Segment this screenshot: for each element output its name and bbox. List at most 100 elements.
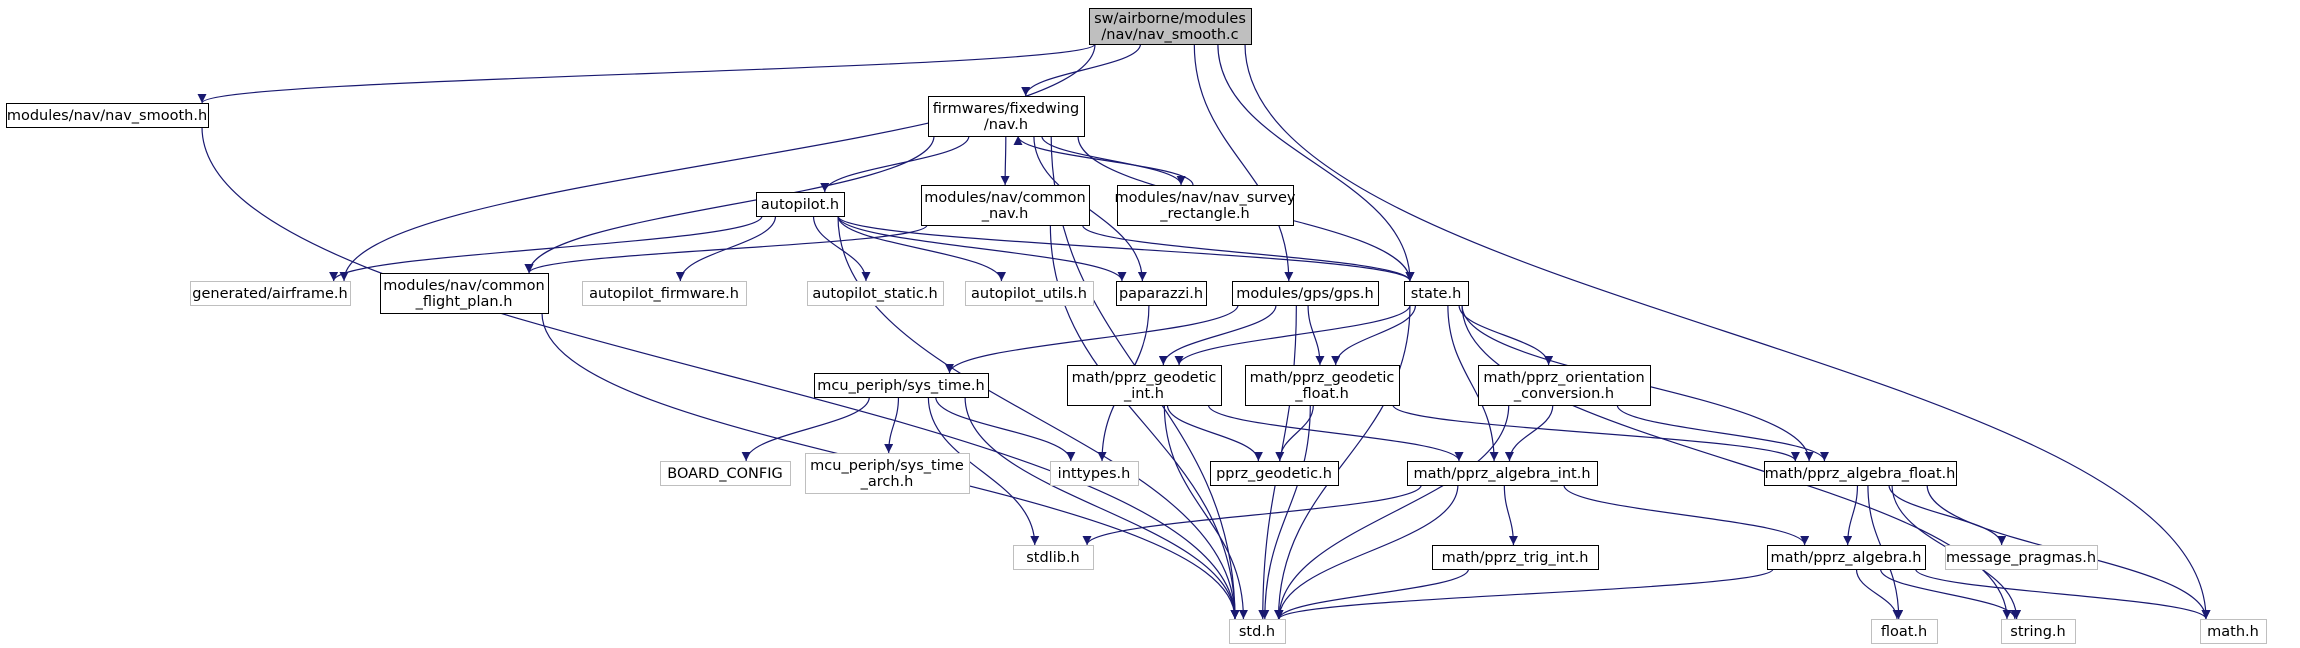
edge-gps-to-sys_time [945,304,1239,374]
edge-nav_smooth_h-to-std [201,126,1240,620]
edge-fixedwing_nav-to-autopilot_h [820,135,970,193]
node-trig-int[interactable]: math/pprz_trig_int.h [1432,545,1599,570]
node-layer: sw/airborne/modules/nav/nav_smooth.cmodu… [6,8,2267,644]
node-box [1478,365,1651,406]
node-label: string.h [2010,624,2065,640]
node-label: firmwares/fixedwing [933,101,1079,117]
node-label: float.h [1881,624,1927,640]
node-label: modules/nav/nav_survey [1114,190,1295,206]
edge-gps-to-geodetic_int [1158,304,1277,366]
node-flight-plan[interactable]: modules/nav/common_flight_plan.h [380,273,549,314]
node-label: paparazzi.h [1119,286,1203,302]
edge-state-to-geodetic_float [1331,304,1417,366]
node-algebra-int[interactable]: math/pprz_algebra_int.h [1407,461,1598,486]
edge-orientation-to-std [1274,404,1510,620]
node-box [814,373,989,398]
node-geodetic-int[interactable]: math/pprz_geodetic_int.h [1067,365,1222,406]
node-box [756,192,845,217]
edge-fixedwing_nav-to-common_nav [1000,135,1010,186]
edge-geodetic_float-to-algebra_float [1392,404,1800,462]
node-common-nav[interactable]: modules/nav/common_nav.h [921,185,1090,226]
edge-gps-to-geodetic_float [1307,304,1325,366]
edge-root-to-state [1217,43,1415,282]
node-sys-time[interactable]: mcu_periph/sys_time.h [814,373,989,398]
node-algebra-float[interactable]: math/pprz_algebra_float.h [1764,461,1957,486]
node-box [921,185,1090,226]
edge-algebra_int-to-trig_int [1503,484,1518,546]
edge-algebra_int-to-stdlib [1082,484,1422,546]
node-inttypes: inttypes.h [1050,461,1139,486]
edge-geodetic_int-to-algebra_int [1207,404,1464,462]
node-label: math/pprz_algebra_float.h [1765,466,1956,482]
node-message-pragmas: message_pragmas.h [1945,545,2098,570]
edge-autopilot_h-to-paparazzi [837,215,1127,282]
node-math-h: math.h [2200,619,2267,644]
edge-geodetic_float-to-pprz_geodetic [1275,404,1314,462]
node-box [190,281,351,306]
node-state[interactable]: state.h [1404,281,1469,306]
node-box [965,281,1094,306]
edge-algebra_int-to-algebra [1563,484,1810,546]
node-label: _rectangle.h [1159,206,1250,222]
edge-sys_time-to-inttypes [935,396,1076,462]
node-label: autopilot_firmware.h [589,286,739,302]
edge-state-to-geodetic_int [1174,304,1411,366]
node-box [1871,619,1938,644]
node-fixedwing-nav[interactable]: firmwares/fixedwing/nav.h [928,96,1085,137]
node-nav-smooth-h[interactable]: modules/nav/nav_smooth.h [6,103,209,128]
node-label: modules/nav/common [383,278,544,294]
node-geodetic-float[interactable]: math/pprz_geodetic_float.h [1245,365,1400,406]
node-label: modules/gps/gps.h [1236,286,1373,302]
node-label: pprz_geodetic.h [1216,466,1332,482]
node-orientation[interactable]: math/pprz_orientation_conversion.h [1478,365,1651,406]
node-label: autopilot_static.h [812,286,937,302]
node-label: message_pragmas.h [1946,550,2096,566]
node-label: math/pprz_algebra_int.h [1413,466,1590,482]
node-gps[interactable]: modules/gps/gps.h [1232,281,1379,306]
node-box [1116,281,1207,306]
node-box [928,96,1085,137]
edge-fixedwing_nav-to-survey_rect [1041,135,1186,186]
node-label: state.h [1411,286,1462,302]
node-pprz-geodetic[interactable]: pprz_geodetic.h [1210,461,1339,486]
node-float-h: float.h [1871,619,1938,644]
node-box [805,453,970,494]
node-std: std.h [1229,619,1286,644]
node-survey-rect[interactable]: modules/nav/nav_survey_rectangle.h [1114,185,1296,226]
edge-algebra_float-to-message_pragmas [1888,484,2007,546]
edge-sys_time-to-sys_time_arch [884,396,900,454]
node-box [1089,8,1252,45]
edge-common_nav-to-state [1081,224,1415,282]
node-label: _float.h [1294,386,1349,402]
node-label: autopilot.h [761,197,839,213]
edge-trig_int-to-std [1274,568,1470,620]
node-box [1210,461,1339,486]
node-label: std.h [1239,624,1275,640]
node-root[interactable]: sw/airborne/modules/nav/nav_smooth.c [1089,8,1252,45]
node-box [1067,365,1222,406]
node-label: mcu_periph/sys_time.h [817,378,984,394]
edge-root-to-nav_smooth_h [197,43,1096,104]
node-box [807,281,944,306]
node-label: BOARD_CONFIG [667,466,783,482]
node-box [380,273,549,314]
edge-orientation-to-algebra_float [1616,404,1829,462]
edge-survey_rect-to-fixedwing_nav [1013,135,1194,186]
node-box [1432,545,1599,570]
edge-geodetic_int-to-std [1163,404,1248,620]
node-box [1050,461,1139,486]
node-algebra[interactable]: math/pprz_algebra.h [1767,545,1926,570]
node-box [1229,619,1286,644]
node-label: sw/airborne/modules [1094,11,1246,27]
node-paparazzi[interactable]: paparazzi.h [1116,281,1207,306]
edge-root-to-airframe [339,43,1096,282]
node-autopilot-h[interactable]: autopilot.h [756,192,845,217]
edge-layer [197,43,2211,620]
node-box [660,461,791,486]
node-label: math/pprz_geodetic [1250,370,1395,386]
node-airframe: generated/airframe.h [190,281,351,306]
node-ap-firmware: autopilot_firmware.h [582,281,747,306]
edge-autopilot_h-to-ap_static [812,215,871,282]
node-label: mcu_periph/sys_time [810,458,964,474]
edge-sys_time-to-board_config [741,396,870,462]
